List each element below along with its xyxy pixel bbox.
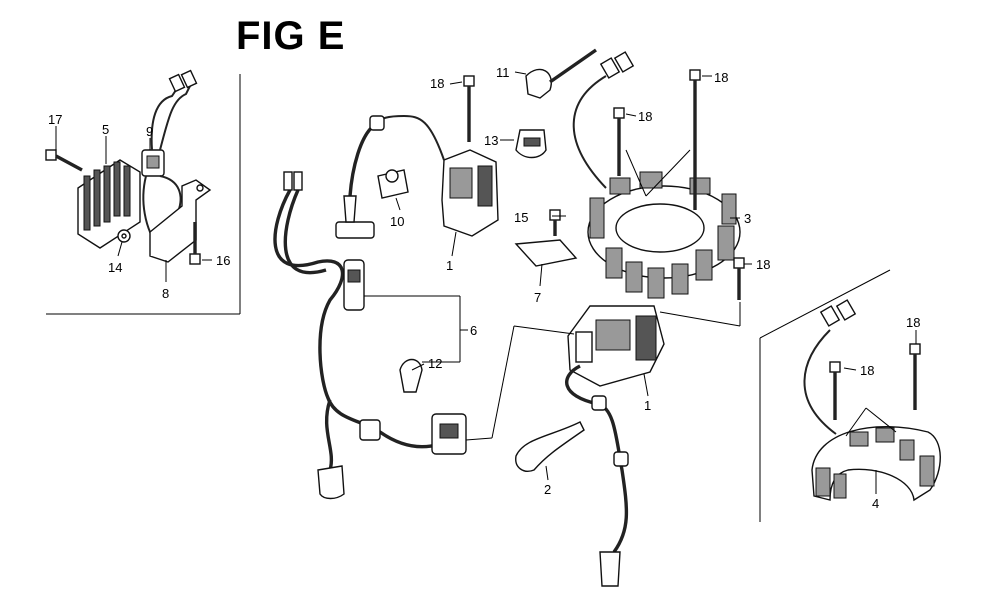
callout-18-coil-bolt: 18: [430, 76, 444, 91]
bolt-part: [45, 149, 83, 172]
callout-8: 8: [162, 286, 169, 301]
plate-part: [514, 239, 578, 267]
callout-15: 15: [514, 210, 528, 225]
callout-12: 12: [428, 356, 442, 371]
harness-clamp-part: [399, 358, 423, 393]
callout-10: 10: [390, 214, 404, 229]
washer-part: [117, 229, 131, 243]
rubber-cap-part: [515, 129, 547, 159]
callout-2: 2: [544, 482, 551, 497]
callout-17: 17: [48, 112, 62, 127]
callout-18-inset-right: 18: [906, 315, 920, 330]
bolt-part: [689, 69, 701, 210]
callout-7: 7: [534, 290, 541, 305]
callout-18-lower-coil: 18: [756, 257, 770, 272]
mounting-bracket-part: [149, 179, 212, 263]
bolt-part: [613, 107, 625, 176]
wire-clamp-part: [525, 48, 597, 99]
bolt-part: [549, 209, 561, 236]
callout-3: 3: [744, 211, 751, 226]
callout-9: 9: [146, 124, 153, 139]
spark-plug-cap-part: [377, 169, 409, 199]
callout-labels: 17 5 9 14 8 16 18 10 1 11 13 18 18 3 15 …: [48, 65, 920, 511]
callout-5: 5: [102, 122, 109, 137]
callout-18-inset-left: 18: [860, 363, 874, 378]
main-wire-harness: [273, 171, 467, 500]
bolt-part: [463, 75, 475, 142]
callout-18-stator-left: 18: [638, 109, 652, 124]
rectifier-regulator-part: [77, 159, 141, 249]
callout-6: 6: [470, 323, 477, 338]
leader-lines: [55, 71, 917, 494]
callout-18-stator-right: 18: [714, 70, 728, 85]
callout-1-upper: 1: [446, 258, 453, 273]
stator-variant-part: [803, 299, 941, 502]
bolt-part: [189, 222, 201, 265]
callout-13: 13: [484, 133, 498, 148]
inset-frame-right: [759, 269, 891, 522]
callout-16: 16: [216, 253, 230, 268]
callout-11: 11: [496, 65, 510, 80]
ignition-coil-part-lower: [565, 305, 665, 587]
callout-4: 4: [872, 496, 879, 511]
bolt-part: [829, 361, 841, 420]
bolt-part: [909, 343, 921, 410]
ignition-coil-part-upper: [335, 114, 499, 239]
connector-part: [141, 149, 165, 177]
figure-title: FIG E: [236, 14, 346, 58]
bolt-part: [733, 257, 745, 300]
stator-part: [572, 51, 741, 299]
inset-frame-left: [46, 74, 241, 315]
callout-1-lower: 1: [644, 398, 651, 413]
coil-clamp-part: [515, 421, 585, 472]
callout-14: 14: [108, 260, 122, 275]
